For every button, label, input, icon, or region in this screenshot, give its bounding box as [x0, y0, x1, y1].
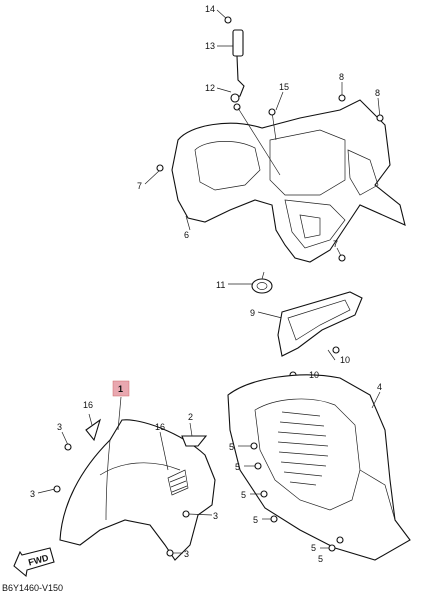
callout-8b: 8 [375, 88, 380, 98]
callout-4: 4 [377, 382, 382, 392]
inner-panel-6 [171, 99, 406, 263]
callout-5c: 5 [241, 490, 246, 500]
callout-10a: 10 [340, 355, 350, 365]
callout-16a: 16 [83, 400, 93, 410]
callout-3a: 3 [57, 422, 62, 432]
callout-14: 14 [205, 4, 215, 14]
front-fender-1 [59, 419, 216, 561]
part-1-highlight [112, 380, 130, 397]
callout-1: 1 [118, 384, 123, 394]
callout-5e: 5 [311, 543, 316, 553]
bolts-lower-left [37, 431, 213, 557]
callout-5f: 5 [318, 554, 323, 564]
callout-5b: 5 [235, 462, 240, 472]
callout-labels: 14 13 12 15 8 8 7 6 7 11 9 10 10 4 1 16 … [30, 4, 382, 564]
callout-3c: 3 [213, 511, 218, 521]
callout-12: 12 [205, 83, 215, 93]
top-bolt-assembly [216, 9, 245, 111]
callout-7a: 7 [137, 181, 142, 191]
fwd-arrow: FWD [13, 547, 55, 578]
callout-5a: 5 [229, 442, 234, 452]
callout-5d: 5 [253, 515, 258, 525]
callout-8a: 8 [339, 72, 344, 82]
lower-panel-4 [227, 374, 411, 561]
callout-9: 9 [250, 308, 255, 318]
callout-3b: 3 [30, 489, 35, 499]
callout-2: 2 [188, 412, 193, 422]
bracket-9 [277, 291, 363, 357]
horn-11 [251, 271, 273, 294]
callout-16b: 16 [155, 422, 165, 432]
decal-16a [85, 413, 101, 442]
callout-11: 11 [216, 280, 225, 290]
callout-3d: 3 [184, 549, 189, 559]
grille-slats [277, 411, 329, 486]
callout-7b: 7 [333, 239, 338, 249]
callout-10b: 10 [309, 370, 319, 380]
bolts-lower-right [238, 442, 344, 552]
callout-6: 6 [184, 230, 189, 240]
callout-13: 13 [205, 41, 215, 51]
callout-15: 15 [279, 82, 289, 92]
diagram-code: B6Y1460-V150 [2, 583, 64, 593]
decal-2 [181, 422, 208, 447]
